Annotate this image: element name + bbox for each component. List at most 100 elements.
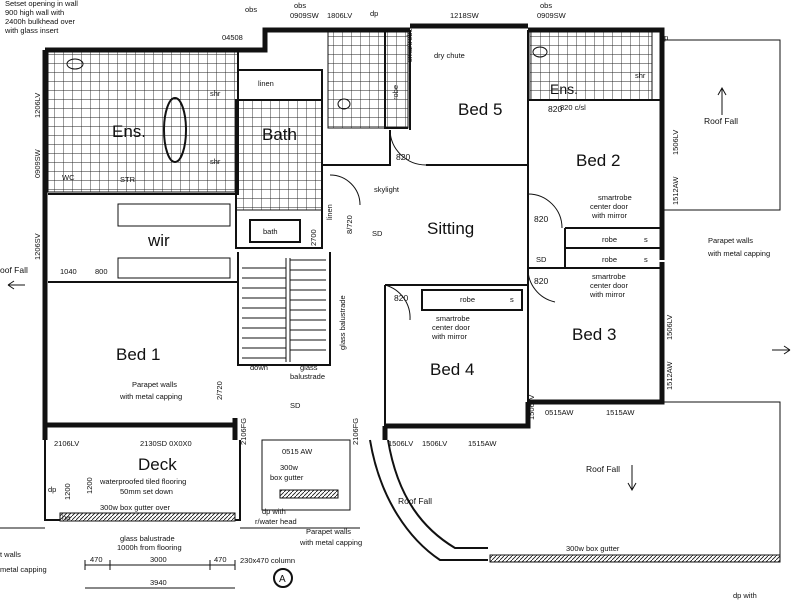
ensuite-left-tiles [47,51,239,193]
code-0515aw-gut: 0515 AW [282,447,313,456]
room-deck: Deck [138,455,177,474]
note-parapet-left-2: metal capping [0,565,47,574]
code-1040: 1040 [60,267,77,276]
curved-parapet [369,439,488,561]
code-0909sw-left: 0909SW [33,148,42,178]
code-1506lv-r2: 1506LV [665,315,674,340]
note-smartrobe-bed2-1: smartrobe [598,193,632,202]
code-0909sw-right: 0909SW [537,11,567,20]
note-wc: WC [62,173,75,182]
ensuite-bath-tub [163,97,187,163]
room-ensuite-right: Ens. [550,81,578,97]
code-8720: 8/720 [345,215,354,234]
room-wir: wir [147,231,170,250]
dim-470-l: 470 [90,555,103,564]
basin-bath [337,98,351,110]
code-door-820-1: 820 [396,152,410,162]
note-parapet-right-1: Parapet walls [708,236,753,245]
code-0909sw-top: 0909SW [290,11,320,20]
note-shr-2: shr [210,157,221,166]
code-door-820-5: 820 [548,104,562,114]
bottom-box-gutter [489,554,781,563]
roof-fall-arrow-top [717,86,727,115]
code-1512aw-r: 1512AW [671,176,680,205]
note-skylight: skylight [374,185,400,194]
note-sd-3: SD [290,401,301,410]
note-bulkhead: 2400h bulkhead over [5,17,76,26]
code-door-820-4: 820 [394,293,408,303]
note-box-gutter-small-1: 300w [280,463,299,472]
note-glass-balustrade-2: glass [300,363,318,372]
room-sitting: Sitting [427,219,474,238]
code-2106fg-l: 2106FG [239,418,248,445]
note-shr-1: shr [210,89,221,98]
bath-tub [249,219,301,243]
code-2130sd: 2130SD 0X0X0 [140,439,192,448]
note-smartrobe-bed3-1: smartrobe [592,272,626,281]
note-down: down [250,363,268,372]
code-obs-top-right: obs [540,1,552,10]
note-smartrobe-bed4-3: with mirror [431,332,468,341]
note-parapet-bottom-1: Parapet walls [306,527,351,536]
dim-3000: 3000 [150,555,167,564]
code-2106lv: 2106LV [54,439,79,448]
code-1512aw-r2: 1512AW [665,361,674,390]
wall-bed5 [409,30,529,166]
door-swing-bed4 [384,284,411,321]
note-smartrobe-bed5-1: smartrobe [405,28,414,62]
dim-3940: 3940 [150,578,167,587]
room-bed2: Bed 2 [576,151,620,170]
note-s-1: s [644,235,648,244]
note-s-2: s [644,255,648,264]
note-rw-head: r/water head [255,517,297,526]
code-1218sw: 1218SW [450,11,480,20]
note-sd-2: SD [536,255,547,264]
grid-label-a: A [279,574,286,585]
note-shr-3: shr [635,71,646,80]
wall-stairwell [237,252,331,366]
gutter-box-hatch [279,489,339,499]
code-0515aw: 0515AW [545,408,574,417]
note-dp-with-br: dp with [733,591,757,600]
code-1206lv-left: 1206LV [33,93,42,118]
note-set-down: 50mm set down [120,487,173,496]
note-box-gutter-bottom: 300w box gutter [566,544,620,553]
basin-left [66,58,84,70]
room-bath: Bath [262,125,297,144]
note-dry-chute: dry chute [434,51,465,60]
wall-wir-inner [117,203,231,279]
note-roof-fall-mid: Roof Fall [398,496,432,506]
room-bed5: Bed 5 [458,100,502,119]
code-2720: 2/720 [215,381,224,400]
dim-470-r: 470 [214,555,227,564]
code-04508: 04508 [222,33,243,42]
code-1515aw: 1515AW [606,408,635,417]
note-c-sl: 820 c/sl [560,103,586,112]
note-roof-fall-top: Roof Fall [704,116,738,126]
grid-marker-circle [273,568,293,588]
left-arrow [7,280,25,290]
ensuite-right-tiles [529,29,653,101]
wall-robe-bed23 [564,227,662,269]
note-parapet-bottom-2: with metal capping [299,538,362,547]
note-smartrobe-bed2-2: center door [590,202,628,211]
note-parapet-right-2: with metal capping [707,249,770,258]
note-robe-4: robe [460,295,475,304]
note-set-opening: Setset opening in wall [5,0,78,8]
code-1506lv-b2: 1506LV [422,439,447,448]
door-swing-sitting [329,174,361,206]
code-obs-top-left: obs [245,5,257,14]
wall-sitting-left [322,130,391,166]
note-glass-balustrade: glass balustrade [338,295,347,350]
note-column: 230x470 column [240,556,295,565]
note-waterproofed: waterproofed tiled flooring [99,477,186,486]
note-from-flooring: 1000h from flooring [117,543,182,552]
note-roof-fall-bottom: Roof Fall [586,464,620,474]
code-2106fg-r: 2106FG [351,418,360,445]
roof-fall-arrow-bottom [627,465,637,492]
door-swing-bed2 [527,193,563,229]
wall-linen [237,69,323,100]
room-bed3: Bed 3 [572,325,616,344]
note-roof-fall-left: oof Fall [0,265,28,275]
